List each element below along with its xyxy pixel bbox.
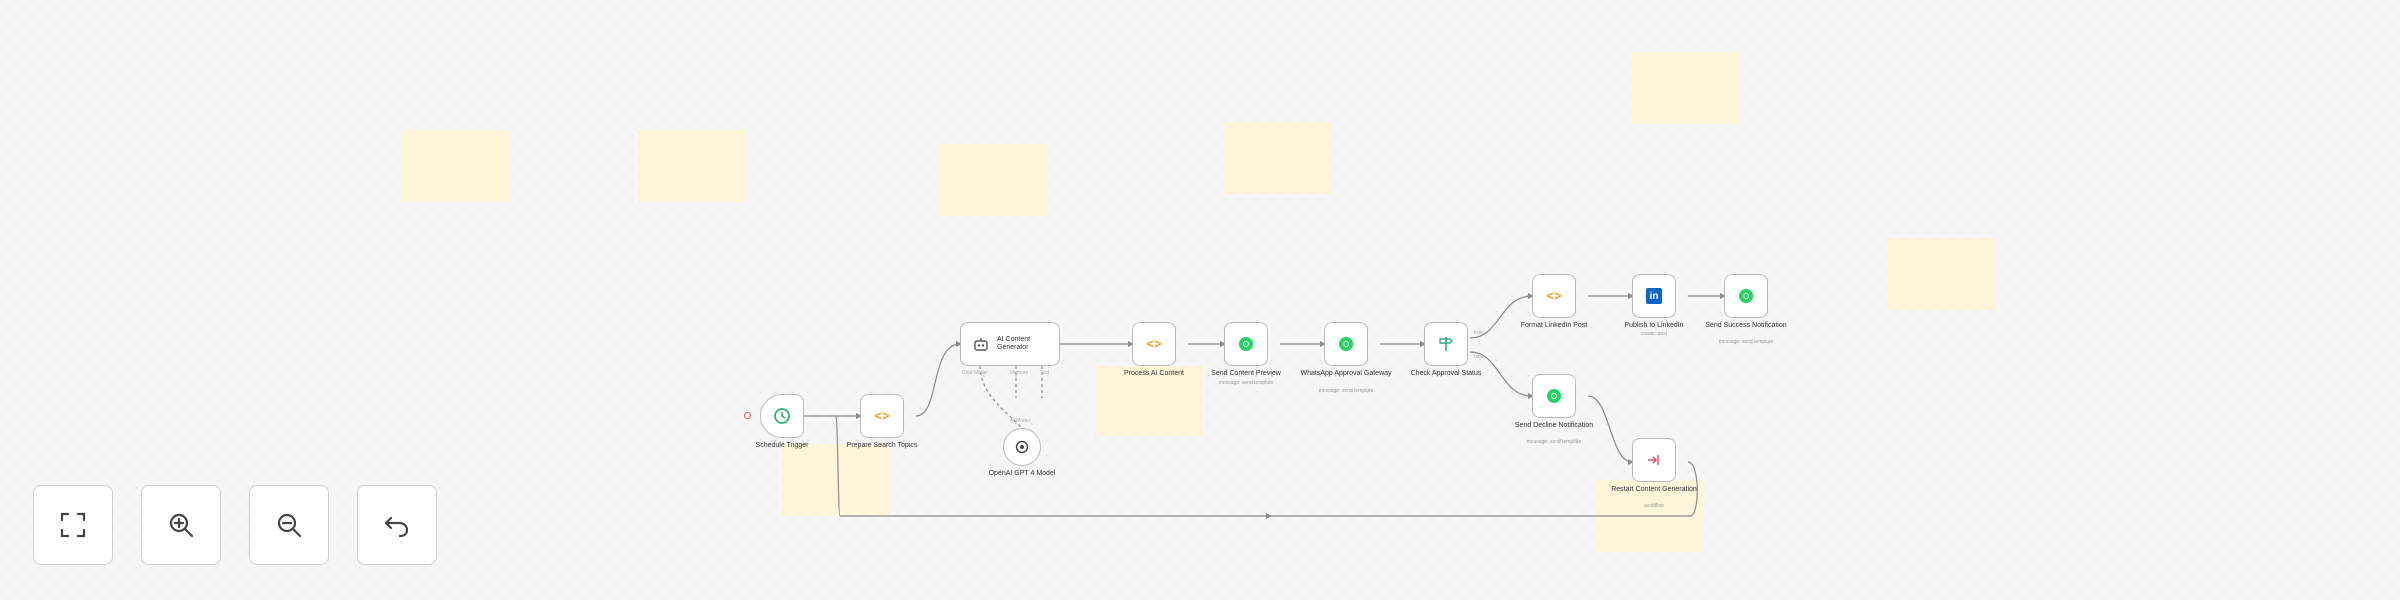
- node-sublabel: message: send template: [1218, 380, 1274, 386]
- node-send-content-preview[interactable]: [1224, 322, 1268, 366]
- node-label: Restart Content Generation: [1611, 486, 1697, 493]
- node-sublabel: message: send template: [1318, 388, 1374, 394]
- sticky-note[interactable]: [1224, 122, 1332, 194]
- sticky-note[interactable]: [402, 130, 510, 202]
- reset-button[interactable]: [357, 485, 437, 565]
- node-sublabel: message: send template: [1526, 439, 1582, 445]
- whatsapp-icon: [1547, 389, 1561, 403]
- zoom-out-icon: [277, 513, 302, 538]
- openai-icon: [1015, 440, 1029, 454]
- node-label: Prepare Search Topics: [846, 442, 918, 449]
- node-label: WhatsApp Approval Gateway: [1300, 370, 1392, 377]
- node-label: AI Content Generator: [997, 336, 1031, 351]
- node-label: Send Success Notification: [1705, 322, 1787, 329]
- robot-icon: [974, 338, 988, 351]
- code-icon: <>: [1546, 288, 1562, 304]
- code-icon: <>: [1146, 336, 1162, 352]
- code-icon: <>: [874, 408, 890, 424]
- port-label: AI Model: [1010, 418, 1030, 424]
- execute-workflow-icon: [1648, 455, 1659, 465]
- whatsapp-icon: [1739, 289, 1753, 303]
- node-label: Send Decline Notification: [1514, 422, 1594, 429]
- fit-view-button[interactable]: [33, 485, 113, 565]
- node-label: Schedule Trigger: [755, 442, 809, 449]
- clock-icon: [774, 408, 790, 424]
- node-sublabel: message: send template: [1718, 339, 1774, 345]
- node-schedule-trigger[interactable]: [760, 394, 804, 438]
- branch-label-false: false: [1474, 354, 1485, 360]
- connection-line: [835, 415, 1698, 517]
- node-openai-model[interactable]: [1003, 428, 1041, 466]
- node-label: Check Approval Status: [1410, 370, 1482, 377]
- connection-line: [915, 343, 961, 417]
- sticky-note[interactable]: [638, 130, 746, 202]
- trigger-marker: [744, 412, 751, 419]
- node-prepare-search-topics[interactable]: <>: [860, 394, 904, 438]
- whatsapp-icon: [1239, 337, 1253, 351]
- node-format-linkedin-post[interactable]: <>: [1532, 274, 1576, 318]
- node-process-ai-content[interactable]: <>: [1132, 322, 1176, 366]
- zoom-in-button[interactable]: [141, 485, 221, 565]
- port-label: Memory: [1010, 370, 1029, 376]
- sticky-note[interactable]: [1888, 238, 1996, 310]
- node-sublabel: workflow: [1644, 503, 1664, 509]
- branch-label-true: true: [1474, 330, 1483, 336]
- node-send-decline-notification[interactable]: [1532, 374, 1576, 418]
- zoom-out-button[interactable]: [249, 485, 329, 565]
- zoom-in-icon: [169, 513, 194, 538]
- undo-icon: [384, 516, 409, 538]
- node-label: Process AI Content: [1124, 370, 1184, 377]
- node-send-success-notification[interactable]: [1724, 274, 1768, 318]
- node-label: Format LinkedIn Post: [1520, 322, 1588, 329]
- sticky-note[interactable]: [938, 144, 1046, 216]
- sticky-note[interactable]: [1632, 52, 1740, 124]
- node-label: Send Content Preview: [1211, 370, 1281, 377]
- node-sublabel: create: post: [1640, 331, 1668, 337]
- signpost-icon: [1439, 337, 1453, 351]
- node-check-approval-status[interactable]: [1424, 322, 1468, 366]
- node-restart-content-generation[interactable]: [1632, 438, 1676, 482]
- port-label: Chat Model: [962, 370, 988, 376]
- linkedin-icon: in: [1646, 288, 1662, 304]
- node-publish-to-linkedin[interactable]: in: [1632, 274, 1676, 318]
- node-label: OpenAI GPT 4 Model: [988, 470, 1056, 477]
- fit-view-icon: [60, 512, 86, 538]
- node-ai-content-generator[interactable]: AI Content Generator: [960, 322, 1060, 366]
- whatsapp-icon: [1339, 337, 1353, 351]
- sticky-note[interactable]: [782, 444, 890, 516]
- node-label: Publish to LinkedIn: [1624, 322, 1684, 329]
- port-label: Tool: [1040, 370, 1050, 376]
- node-whatsapp-approval-gateway[interactable]: [1324, 322, 1368, 366]
